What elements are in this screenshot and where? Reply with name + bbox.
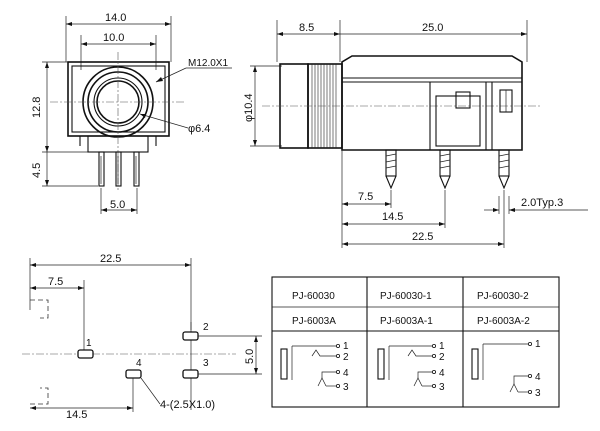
svg-text:3: 3 <box>343 382 349 393</box>
model-2a: PJ-60030-1 <box>380 291 432 302</box>
dim-10: 10.0 <box>103 32 124 44</box>
pad-1-label: 1 <box>86 338 92 349</box>
svg-text:3: 3 <box>535 388 541 399</box>
body-outline <box>30 299 49 405</box>
side-pin-2 <box>439 149 451 190</box>
pad-2 <box>182 331 199 341</box>
dim-145-side: 14.5 <box>382 211 403 223</box>
pad-3-label: 3 <box>203 358 209 369</box>
schematic-1: 1 2 4 3 <box>280 341 349 393</box>
dim-145-footprint: 14.5 <box>66 409 87 421</box>
svg-text:1: 1 <box>535 339 541 350</box>
schematic-2: 1 2 4 3 <box>377 341 445 393</box>
side-pin-1 <box>385 149 397 190</box>
dim-typ: 2.0Typ.3 <box>521 197 563 209</box>
model-table: PJ-60030 PJ-60030-1 PJ-60030-2 PJ-6003A … <box>271 276 560 408</box>
dia-64: φ6.4 <box>188 123 210 135</box>
dim-50-front: 5.0 <box>110 199 125 211</box>
dim-14: 14.0 <box>105 12 126 24</box>
dim-75-footprint: 7.5 <box>48 276 63 288</box>
svg-text:4: 4 <box>439 368 445 379</box>
svg-text:2: 2 <box>343 352 349 363</box>
svg-text:1: 1 <box>439 341 445 352</box>
side-body <box>341 55 523 151</box>
pad-3 <box>182 369 199 379</box>
front-view: 14.0 10.0 M12.0X1 φ6.4 12.8 <box>31 12 232 214</box>
thread-label: M12.0X1 <box>188 58 228 69</box>
dim-50-footprint: 5.0 <box>244 349 256 364</box>
model-1a: PJ-60030 <box>292 291 335 302</box>
pad-2-label: 2 <box>203 322 209 333</box>
dim-45: 4.5 <box>31 163 43 178</box>
side-view: 8.5 25.0 φ10.4 <box>243 20 588 248</box>
model-2b: PJ-6003A-1 <box>380 316 433 327</box>
svg-text:2: 2 <box>439 352 445 363</box>
front-pin-left <box>98 151 105 187</box>
svg-text:1: 1 <box>343 341 349 352</box>
pad-4-label: 4 <box>136 358 142 369</box>
dim-75-side: 7.5 <box>358 191 373 203</box>
model-3b: PJ-6003A-2 <box>477 316 530 327</box>
dim-225-footprint: 22.5 <box>100 253 121 265</box>
dim-250: 25.0 <box>422 22 443 34</box>
front-pin-right <box>133 151 140 187</box>
pad-size-note: 4-(2.5X1.0) <box>160 399 215 411</box>
svg-text:4: 4 <box>535 372 541 383</box>
svg-text:4: 4 <box>343 368 349 379</box>
dim-85: 8.5 <box>299 22 314 34</box>
pad-4 <box>125 369 142 379</box>
model-1b: PJ-6003A <box>292 316 336 327</box>
svg-text:3: 3 <box>439 382 445 393</box>
model-3a: PJ-60030-2 <box>477 291 529 302</box>
schematic-3: 1 4 3 <box>471 339 541 399</box>
side-pin-3 <box>498 149 510 190</box>
pcb-footprint: 22.5 7.5 1 2 3 4 5.0 14.5 <box>22 253 262 421</box>
pad-1 <box>77 349 94 359</box>
dim-225-side: 22.5 <box>412 231 433 243</box>
dia-104: φ10.4 <box>243 93 255 122</box>
dim-128: 12.8 <box>31 97 43 118</box>
front-pin-center <box>115 151 122 187</box>
